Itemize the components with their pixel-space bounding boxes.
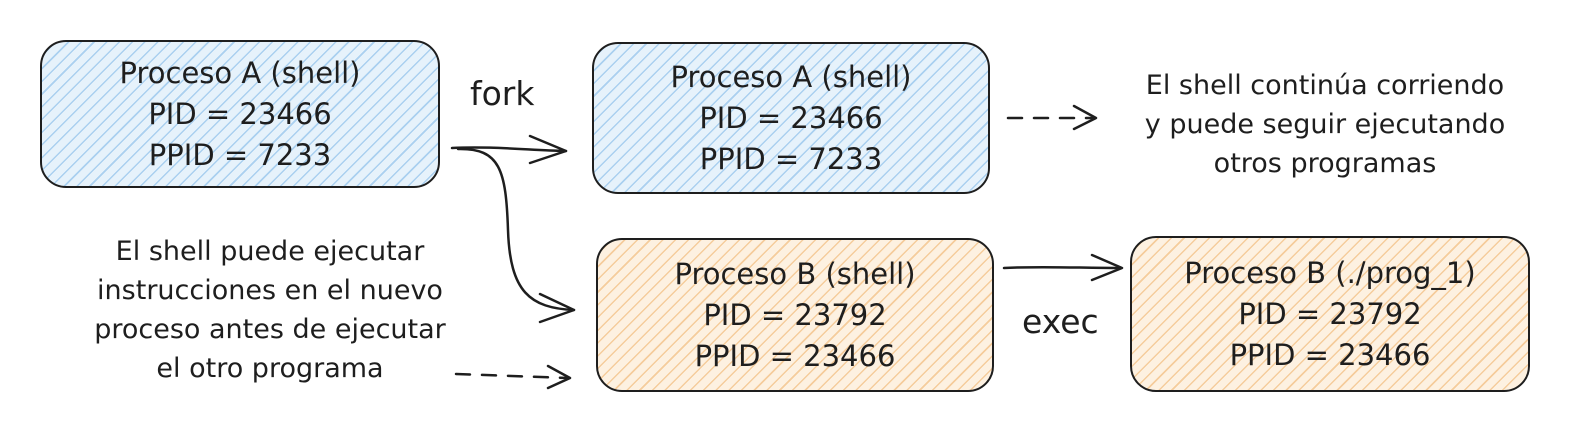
note-line: y puede seguir ejecutando [1144,109,1506,140]
fork-arrow-to-child [456,147,576,312]
process-b-shell-box: Proceso B (shell) PID = 23792 PPID = 234… [596,238,994,392]
fork-arrow-to-child-head [538,292,576,324]
process-b-shell-ppid: PPID = 23466 [694,338,896,373]
child-before-exec-note: El shell puede ejecutar instrucciones en… [50,232,490,388]
before-exec-dashed-arrow-head [546,364,572,390]
process-a-name: Proceso A (shell) [119,55,361,90]
process-a-after-name: Proceso A (shell) [670,59,912,94]
exec-label: exec [1022,302,1099,341]
process-a-pid: PID = 23466 [148,96,332,131]
process-b-prog-pid: PID = 23792 [1238,296,1422,331]
fork-arrow-to-parent-head [528,134,568,165]
process-b-prog-ppid: PPID = 23466 [1229,337,1431,372]
note-line: instrucciones en el nuevo [97,275,443,306]
exec-arrow [1002,265,1122,270]
process-b-prog-box: Proceso B (./prog_1) PID = 23792 PPID = … [1130,236,1530,392]
note-line: El shell continúa corriendo [1145,70,1505,101]
note-line: el otro programa [156,353,384,384]
note-line: El shell puede ejecutar [115,236,425,267]
note-line: otros programas [1213,148,1437,179]
process-a-after-ppid: PPID = 7233 [699,141,883,176]
note-line: proceso antes de ejecutar [94,314,446,345]
shell-continues-note: El shell continúa corriendo y puede segu… [1110,66,1540,183]
process-a-after-fork-box: Proceso A (shell) PID = 23466 PPID = 723… [592,42,990,194]
fork-arrow-to-parent [450,146,568,153]
continues-dashed-arrow-head [1072,104,1098,131]
before-exec-dashed-arrow [454,372,570,380]
exec-arrow-head [1090,253,1124,282]
process-b-shell-pid: PID = 23792 [703,297,887,332]
fork-label: fork [470,74,535,113]
process-b-prog-name: Proceso B (./prog_1) [1184,255,1476,290]
process-a-ppid: PPID = 7233 [148,137,332,172]
process-a-after-pid: PID = 23466 [699,100,883,135]
process-b-shell-name: Proceso B (shell) [674,256,916,291]
process-a-box: Proceso A (shell) PID = 23466 PPID = 723… [40,40,440,188]
